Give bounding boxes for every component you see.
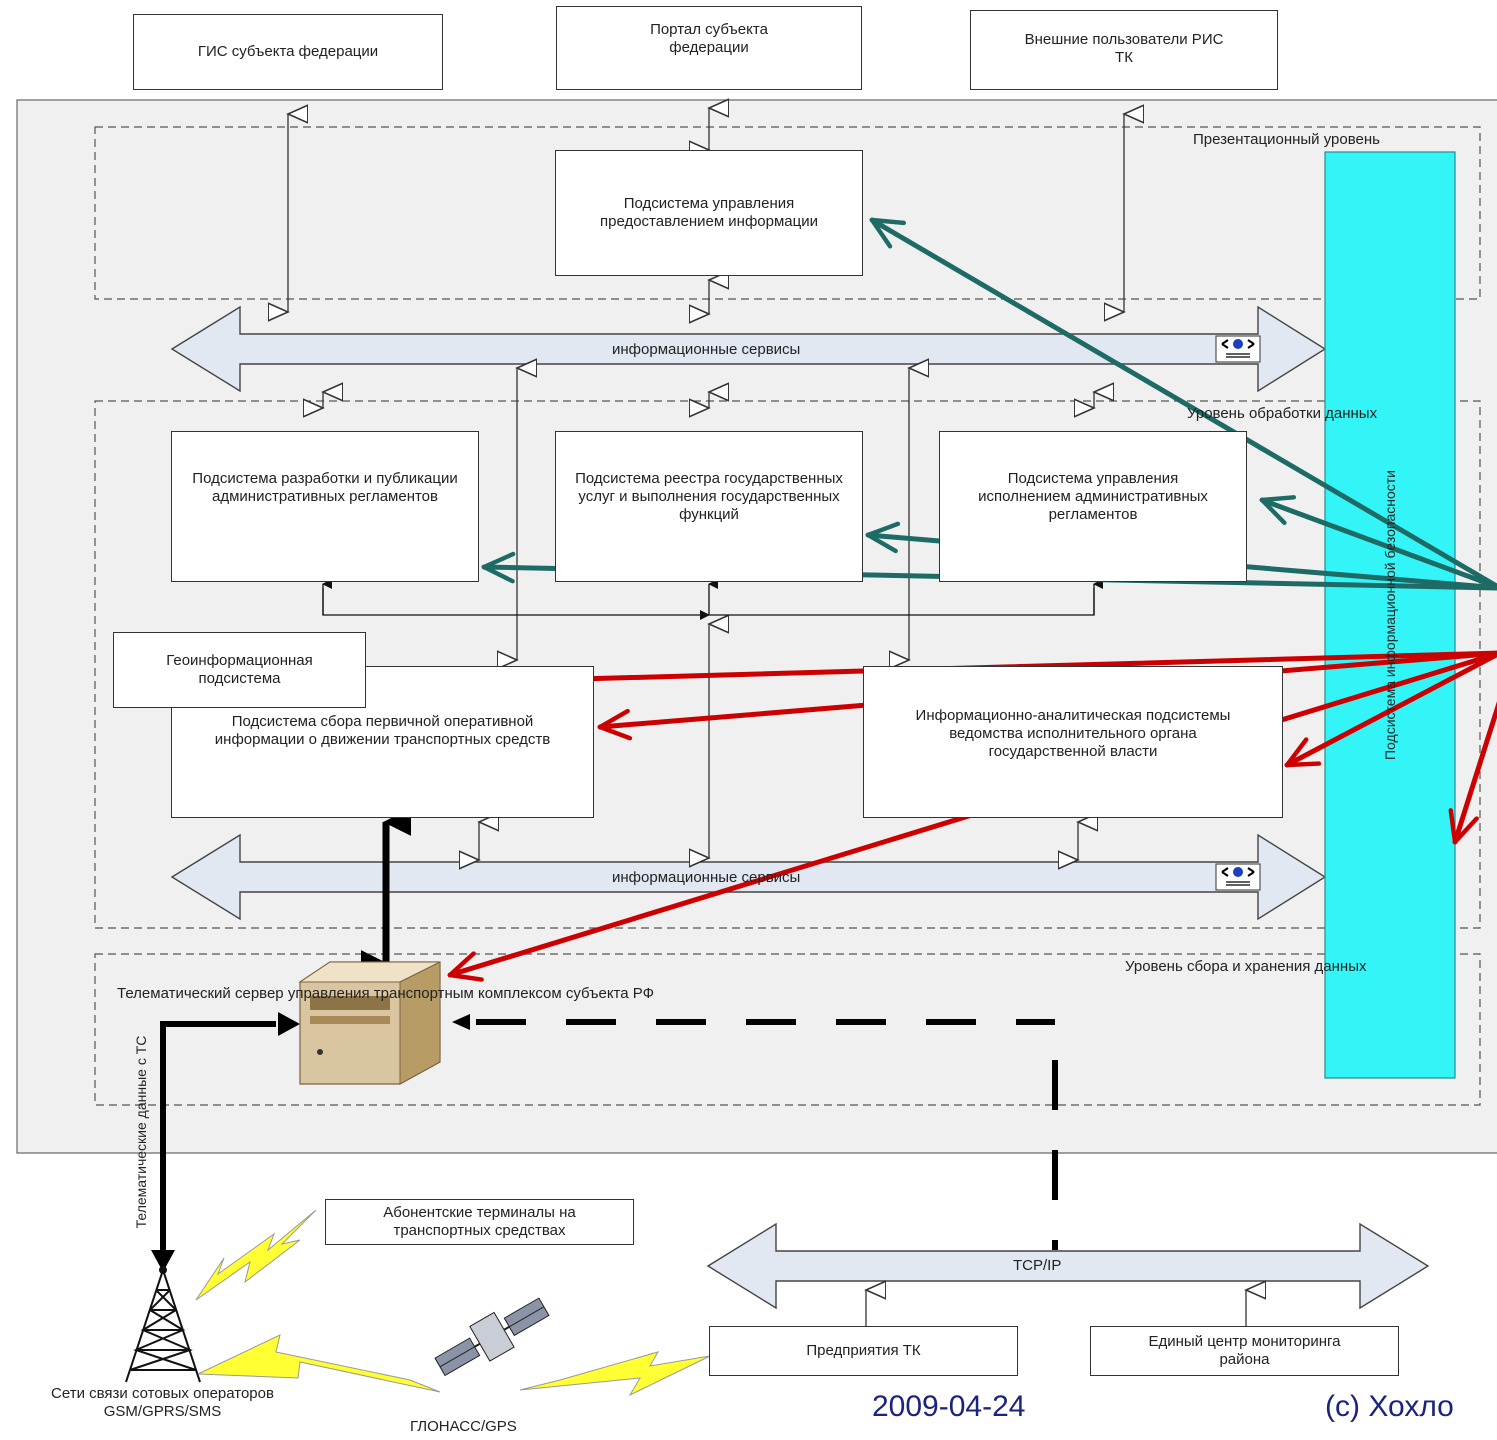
red-pointer-arrow xyxy=(1455,701,1497,845)
telematics-arrowhead xyxy=(151,1250,175,1272)
teal-pointer-arrow xyxy=(1259,500,1497,590)
lightning-icon xyxy=(519,1351,711,1397)
lightning-icon xyxy=(197,1334,441,1393)
federation-portal-box: Портал субъекта федерации xyxy=(556,6,862,90)
security-subsystem-column xyxy=(1324,151,1456,1079)
satellite-icon xyxy=(434,1297,550,1377)
geo-label: Геоинформационная подсистема xyxy=(166,652,313,687)
analytics-label: Информационно-аналитическая подсистемы в… xyxy=(915,707,1231,760)
execution-mgmt-label: Подсистема управления исполнением админи… xyxy=(978,470,1208,523)
info-provision-label: Подсистема управления предоставлением ин… xyxy=(599,195,818,230)
processing-level-frame xyxy=(94,400,1481,929)
info-provision-subsystem: Подсистема управления предоставлением ин… xyxy=(555,150,863,276)
presentation-level-frame xyxy=(94,126,1481,300)
service-icon xyxy=(1215,863,1261,891)
federation-portal-label: Портал субъекта федерации xyxy=(650,21,768,56)
registry-label: Подсистема реестра государственных услуг… xyxy=(575,470,843,523)
processing-level-label: Уровень обработки данных xyxy=(1187,405,1378,422)
monitoring-center-box: Единый центр мониторинга района xyxy=(1090,1326,1399,1376)
security-subsystem-label: Подсистема информационной безопасности xyxy=(1382,469,1398,761)
glonass-label: ГЛОНАСС/GPS xyxy=(410,1418,517,1435)
regulations-dev-label: Подсистема разработки и публикации админ… xyxy=(192,470,458,505)
collection-level-frame xyxy=(94,953,1481,1106)
gis-federation-label: ГИС субъекта федерации xyxy=(197,43,379,60)
cellular-networks-label: Сети связи сотовых операторов GSM/GPRS/S… xyxy=(51,1385,274,1420)
tcpip-bus xyxy=(706,1222,1430,1310)
red-pointer-arrow xyxy=(1284,651,1497,768)
gis-federation-box: ГИС субъекта федерации xyxy=(133,14,443,90)
cell-tower-icon xyxy=(125,1266,201,1383)
server-label: Телематический сервер управления транспо… xyxy=(117,985,655,1002)
enterprises-label: Предприятия ТК xyxy=(806,1342,921,1359)
data-collection-label: Подсистема сбора первичной оперативной и… xyxy=(214,713,551,748)
monitoring-center-label: Единый центр мониторинга района xyxy=(1148,1333,1341,1368)
terminals-box: Абонентские терминалы на транспортных ср… xyxy=(325,1199,634,1245)
execution-mgmt-subsystem: Подсистема управления исполнением админи… xyxy=(939,431,1247,582)
service-icon xyxy=(1215,335,1261,363)
registry-subsystem: Подсистема реестра государственных услуг… xyxy=(555,431,863,582)
info-services-top-label: информационные сервисы xyxy=(612,341,801,358)
analytics-subsystem: Информационно-аналитическая подсистемы в… xyxy=(863,666,1283,818)
collection-level-label: Уровень сбора и хранения данных xyxy=(1125,958,1367,975)
geo-subsystem: Геоинформационная подсистема xyxy=(113,632,366,708)
tcpip-label: TCP/IP xyxy=(1013,1257,1062,1274)
telematics-server xyxy=(298,961,441,1085)
footer-date: 2009-04-24 xyxy=(872,1390,1026,1423)
lightning-icon xyxy=(195,1209,317,1301)
footer-copyright: (c) Хохло xyxy=(1325,1390,1454,1423)
regulations-dev-subsystem: Подсистема разработки и публикации админ… xyxy=(171,431,479,582)
telematics-data-line xyxy=(160,1021,276,1258)
teal-pointer-arrow xyxy=(869,217,1497,590)
telematics-data-label: Телематические данные с ТС xyxy=(133,1035,149,1229)
terminals-label: Абонентские терминалы на транспортных ср… xyxy=(383,1204,576,1239)
info-services-bottom-label: информационные сервисы xyxy=(612,869,801,886)
enterprises-box: Предприятия ТК xyxy=(709,1326,1018,1376)
external-users-box: Внешние пользователи РИС ТК xyxy=(970,10,1278,90)
presentation-level-label: Презентационный уровень xyxy=(1193,131,1380,148)
tcpip-dashed-arrowhead xyxy=(452,1014,470,1030)
telematics-arrowhead xyxy=(278,1012,300,1036)
external-users-label: Внешние пользователи РИС ТК xyxy=(1024,31,1224,66)
